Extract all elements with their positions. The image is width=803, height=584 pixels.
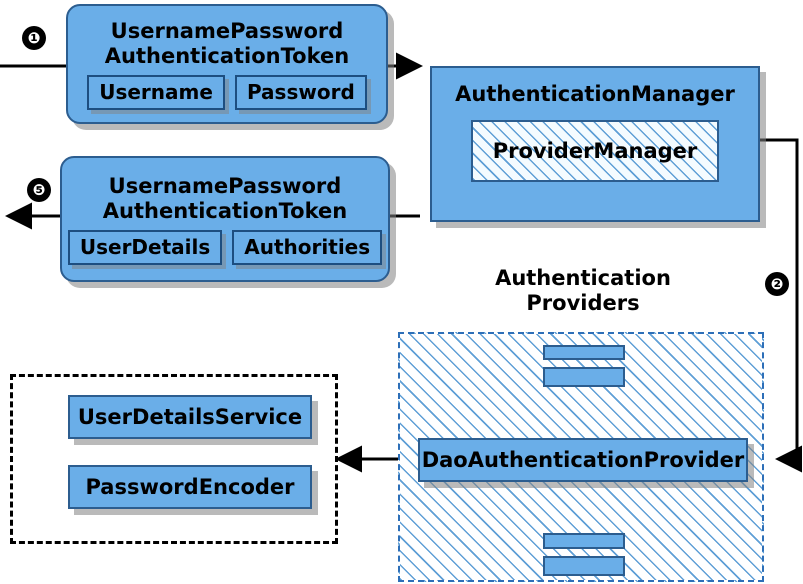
request-token-title: UsernamePassword AuthenticationToken (104, 18, 350, 68)
password-chip: Password (234, 74, 367, 110)
request-authentication-token-box[interactable]: UsernamePassword AuthenticationToken Use… (66, 4, 388, 124)
password-encoder-label: PasswordEncoder (85, 475, 295, 499)
step-bullet-1: ❶ (22, 26, 46, 50)
authentication-providers-label: Authentication Providers (495, 266, 671, 315)
provider-stub-bottom-2 (543, 556, 625, 576)
dao-authentication-provider-box[interactable]: DaoAuthenticationProvider (418, 438, 748, 482)
user-details-service-box[interactable]: UserDetailsService (68, 395, 312, 439)
authentication-manager-title: AuthenticationManager (455, 82, 735, 106)
provider-stub-top-1 (543, 345, 625, 360)
provider-manager-label: ProviderManager (492, 139, 698, 163)
user-details-service-label: UserDetailsService (77, 405, 303, 429)
authentication-manager-box[interactable]: AuthenticationManager ProviderManager (430, 66, 760, 222)
dao-authentication-provider-label: DaoAuthenticationProvider (421, 448, 745, 472)
password-encoder-box[interactable]: PasswordEncoder (68, 465, 312, 509)
userdetails-chip: UserDetails (67, 229, 223, 265)
provider-stub-bottom-1 (543, 533, 625, 549)
username-chip: Username (87, 74, 225, 110)
response-token-chips: UserDetails Authorities (67, 229, 383, 265)
provider-manager-box[interactable]: ProviderManager (471, 120, 719, 182)
response-authentication-token-box[interactable]: UsernamePassword AuthenticationToken Use… (60, 156, 390, 282)
provider-stub-top-2 (543, 367, 625, 387)
step-bullet-2: ❷ (765, 272, 789, 296)
authorities-chip: Authorities (232, 229, 383, 265)
request-token-chips: Username Password (87, 74, 367, 110)
response-token-title: UsernamePassword AuthenticationToken (102, 173, 348, 223)
step-bullet-5: ❺ (27, 178, 51, 202)
